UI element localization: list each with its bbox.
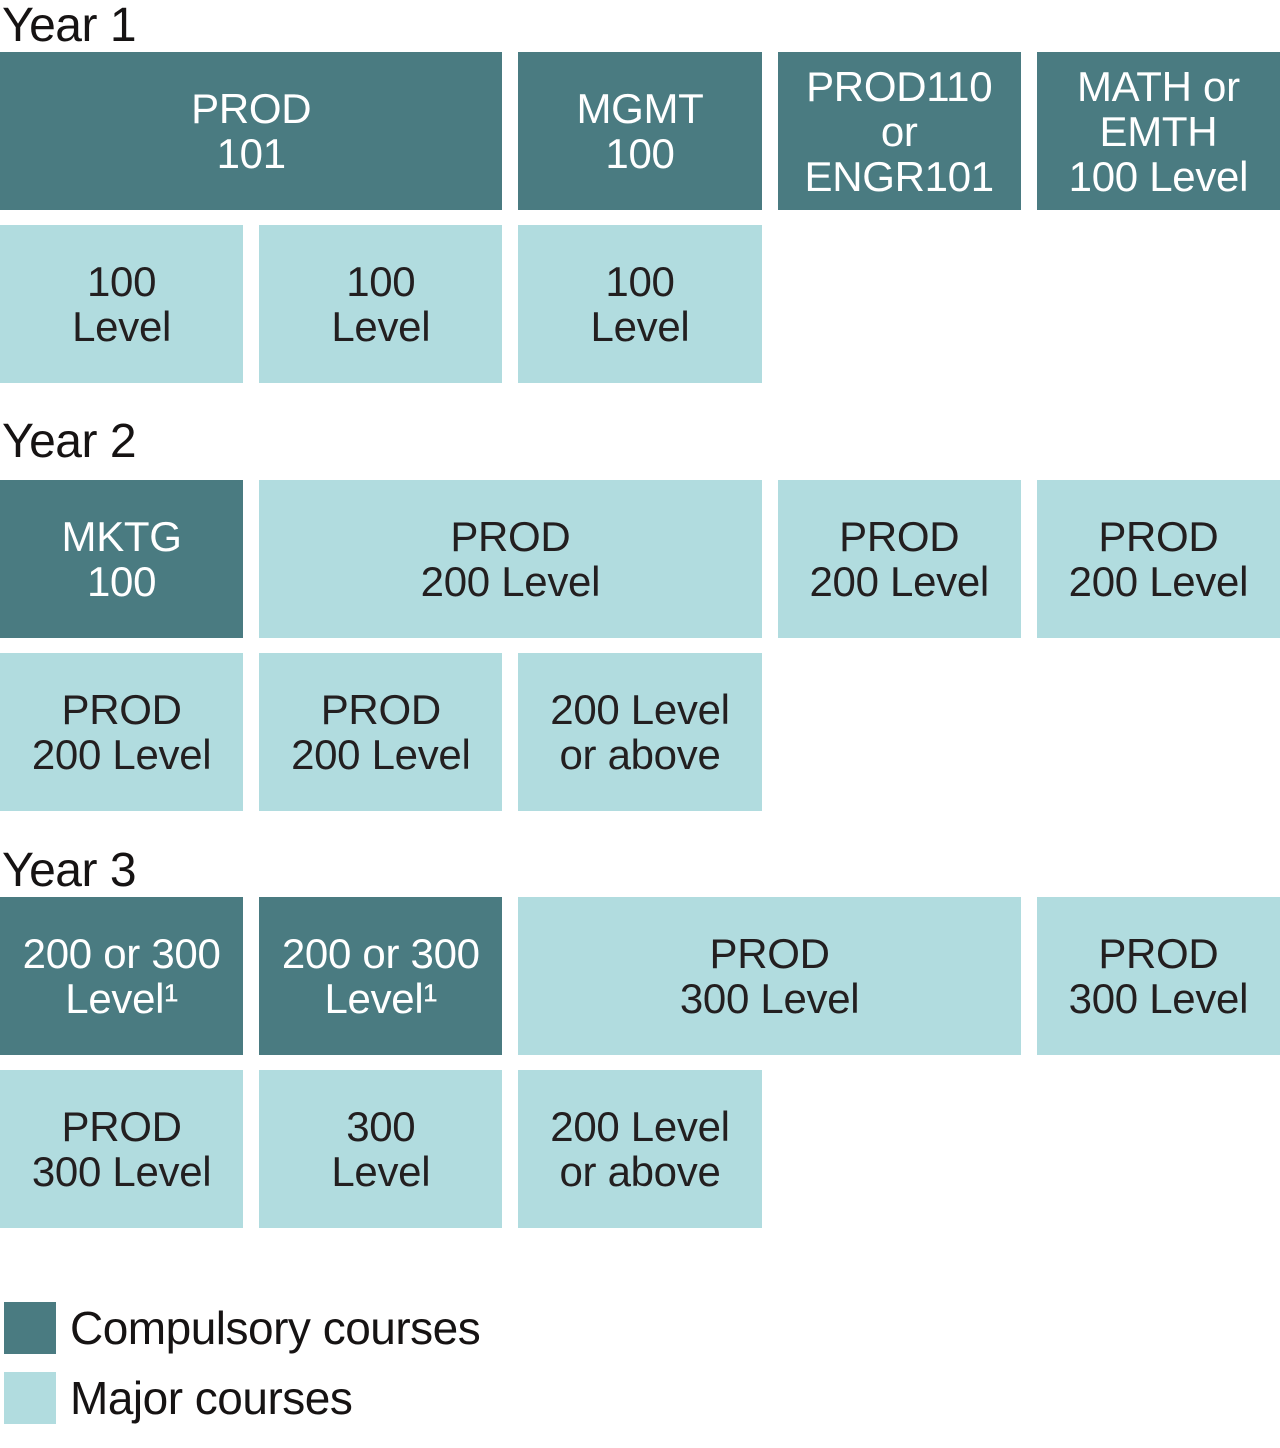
- legend-item-major: Major courses: [4, 1372, 1280, 1424]
- box-mgmt-100: MGMT 100: [518, 52, 762, 210]
- course-box-line: Level: [331, 303, 431, 350]
- course-box-line: 200 Level: [420, 558, 601, 605]
- box-100-level: 100 Level: [0, 225, 244, 383]
- box-prod-200-level: PROD 200 Level: [0, 653, 244, 811]
- course-box-line: 200 Level: [31, 731, 212, 778]
- year-2-heading: Year 2: [2, 415, 137, 468]
- box-mktg-100: MKTG 100: [0, 480, 244, 638]
- course-box-line: PROD: [61, 1103, 182, 1150]
- box-prod-101: PROD 101: [0, 52, 503, 210]
- course-box-line: PROD: [839, 513, 960, 560]
- year-2-grid: MKTG 100 PROD 200 Level PROD 200 Level P…: [0, 480, 1280, 811]
- box-100-level: 100 Level: [259, 225, 503, 383]
- course-box-line: 300: [346, 1103, 416, 1150]
- course-box-line: 300 Level: [1068, 975, 1249, 1022]
- course-box-line: 300 Level: [679, 975, 860, 1022]
- box-prod-200-level: PROD 200 Level: [259, 480, 762, 638]
- box-300-level: 300 Level: [259, 1070, 503, 1228]
- course-box-line: PROD: [1098, 513, 1219, 560]
- legend-label: Major courses: [70, 1372, 353, 1424]
- course-box-line: MGMT: [576, 85, 704, 132]
- course-box-line: 300 Level: [31, 1148, 212, 1195]
- course-box-line: Level¹: [324, 975, 438, 1022]
- course-box-line: ENGR101: [804, 152, 995, 200]
- course-box-line: Level: [590, 303, 690, 350]
- course-box-line: Level: [72, 303, 172, 350]
- course-box-line: MATH or: [1076, 62, 1240, 110]
- course-box-line: 100 Level: [1068, 152, 1249, 200]
- legend-item-compulsory: Compulsory courses: [4, 1302, 1280, 1354]
- course-box-line: 200 Level: [291, 731, 471, 778]
- course-box-line: or above: [559, 731, 721, 778]
- box-200-or-300-level: 200 or 300 Level¹: [259, 897, 503, 1055]
- box-prod-200-level: PROD 200 Level: [777, 480, 1021, 638]
- course-box-line: 200 Level: [1068, 558, 1249, 605]
- year-3-grid: 200 or 300 Level¹ 200 or 300 Level¹ PROD…: [0, 897, 1280, 1228]
- course-box-line: Level: [331, 1148, 431, 1195]
- course-box-line: PROD: [191, 85, 312, 132]
- course-box-line: Level¹: [65, 975, 178, 1022]
- box-200-or-300-level: 200 or 300 Level¹: [0, 897, 244, 1055]
- box-prod-200-level: PROD 200 Level: [1036, 480, 1280, 638]
- course-box-line: 200 or 300: [281, 930, 480, 977]
- year-1-row-1-grid: PROD 101 MGMT 100 PROD110 or ENGR101 MAT…: [0, 52, 1280, 383]
- course-box-line: 200 Level: [550, 1103, 730, 1150]
- course-box-line: or: [880, 107, 918, 155]
- legend-label: Compulsory courses: [70, 1302, 481, 1354]
- box-prod-300-level: PROD 300 Level: [0, 1070, 244, 1228]
- legend-swatch-major: [4, 1372, 56, 1424]
- course-box-line: 100: [346, 258, 416, 305]
- course-box-line: EMTH: [1099, 107, 1218, 155]
- course-box-line: PROD: [61, 686, 182, 733]
- box-100-level: 100 Level: [518, 225, 762, 383]
- legend: Compulsory courses Major courses: [0, 1302, 1280, 1424]
- course-box-line: 100: [87, 558, 157, 605]
- course-box-line: PROD: [709, 930, 830, 977]
- box-prod-300-level: PROD 300 Level: [518, 897, 1021, 1055]
- year-1-heading: Year 1: [2, 0, 137, 52]
- course-box-line: 101: [216, 130, 286, 177]
- course-box-line: or above: [559, 1148, 721, 1195]
- course-box-line: 100: [87, 258, 157, 305]
- course-box-line: 200 Level: [809, 558, 989, 605]
- legend-swatch-compulsory: [4, 1302, 56, 1354]
- box-prod-200-level: PROD 200 Level: [259, 653, 503, 811]
- box-200-level-or-above: 200 Level or above: [518, 653, 762, 811]
- course-box-line: PROD110: [806, 62, 993, 110]
- course-box-line: 200 or 300: [22, 930, 221, 977]
- box-prod-300-level: PROD 300 Level: [1036, 897, 1280, 1055]
- course-box-line: 100: [605, 258, 675, 305]
- course-box-line: PROD: [450, 513, 571, 560]
- box-prod110-or-engr101: PROD110 or ENGR101: [777, 52, 1021, 210]
- course-box-line: 200 Level: [550, 686, 730, 733]
- course-box-line: PROD: [1098, 930, 1219, 977]
- course-box-line: MKTG: [61, 513, 182, 560]
- box-200-level-or-above: 200 Level or above: [518, 1070, 762, 1228]
- year-3-heading: Year 3: [2, 844, 137, 897]
- course-box-line: 100: [605, 130, 675, 177]
- box-math-or-emth-100-level: MATH or EMTH 100 Level: [1036, 52, 1280, 210]
- course-box-line: PROD: [320, 686, 441, 733]
